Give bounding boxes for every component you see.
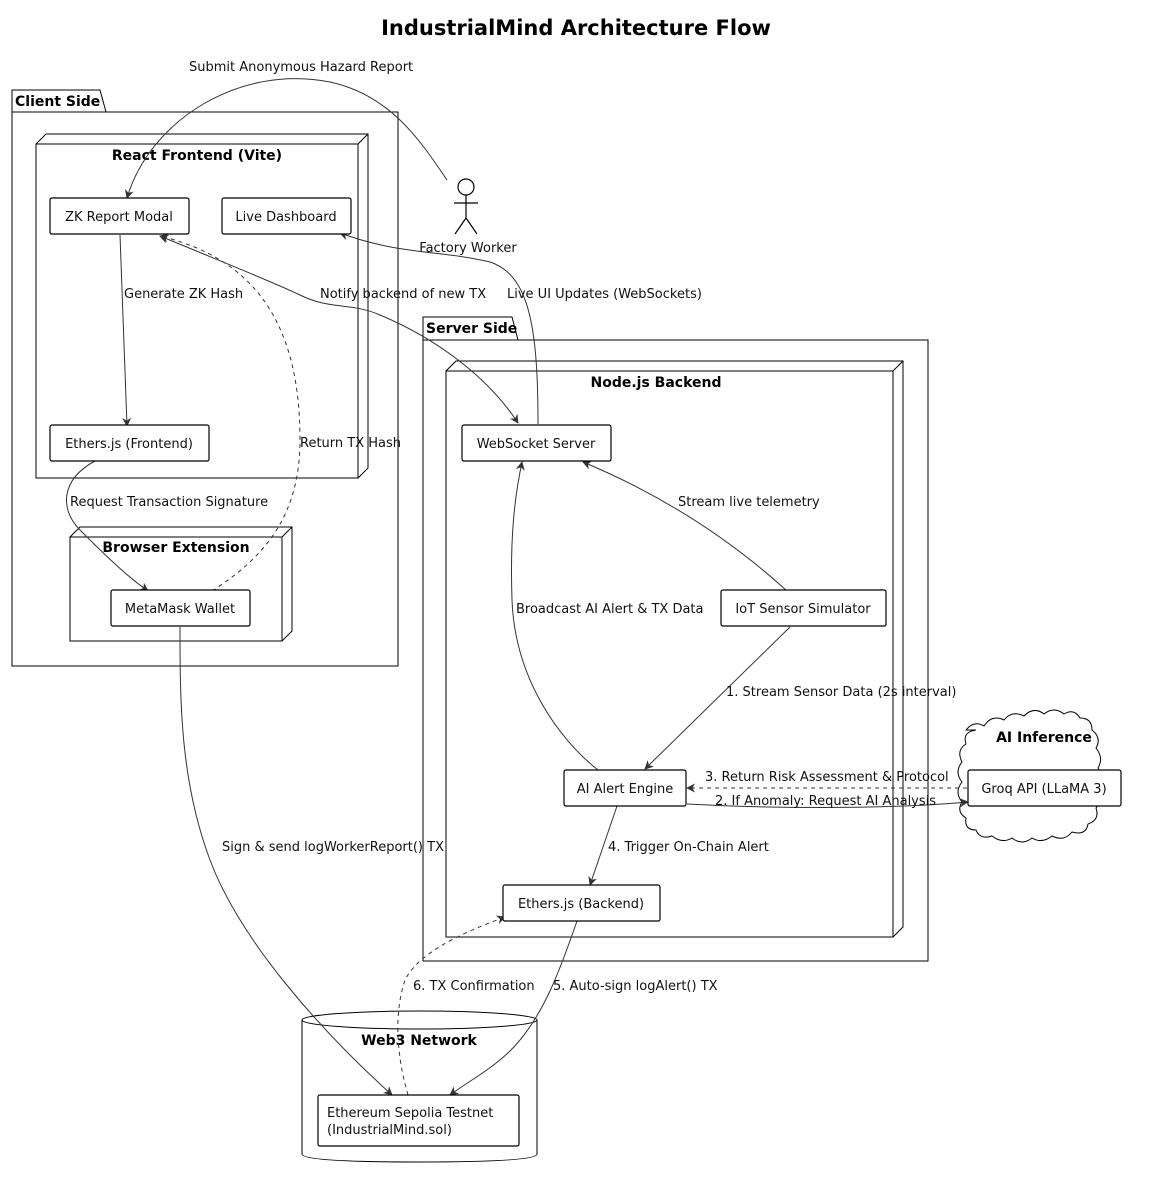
label-auto-sign: 5. Auto-sign logAlert() TX — [553, 979, 718, 994]
zk-report-modal-label: ZK Report Modal — [65, 210, 173, 225]
label-submit-report: Submit Anonymous Hazard Report — [189, 60, 413, 75]
component-live-dashboard: Live Dashboard — [221, 197, 352, 235]
edge-sign-send — [179, 626, 393, 1096]
label-trigger-alert: 4. Trigger On-Chain Alert — [608, 840, 769, 855]
label-return-tx: Return TX Hash — [300, 436, 401, 451]
edge-request-sig — [66, 460, 149, 592]
component-ethers-frontend: Ethers.js (Frontend) — [49, 424, 210, 462]
edge-tx-confirm — [397, 915, 506, 1096]
label-tx-confirm: 6. TX Confirmation — [413, 979, 535, 994]
edge-broadcast — [510, 461, 599, 771]
websocket-server-label: WebSocket Server — [477, 437, 596, 452]
label-stream-telemetry: Stream live telemetry — [678, 495, 820, 510]
react-frontend-label: React Frontend (Vite) — [112, 148, 282, 164]
edges — [66, 78, 969, 1096]
label-notify-backend: Notify backend of new TX — [320, 287, 486, 302]
iot-sensor-simulator-label: IoT Sensor Simulator — [735, 602, 871, 617]
component-iot-sensor-simulator: IoT Sensor Simulator — [720, 589, 887, 627]
ethers-backend-label: Ethers.js (Backend) — [518, 897, 644, 912]
label-generate-zk: Generate ZK Hash — [124, 287, 243, 302]
web3-network-label: Web3 Network — [361, 1033, 477, 1049]
label-sign-send: Sign & send logWorkerReport() TX — [222, 840, 444, 855]
browser-extension-label: Browser Extension — [102, 540, 249, 556]
label-return-risk: 3. Return Risk Assessment & Protocol — [705, 770, 949, 785]
factory-worker-actor: Factory Worker — [419, 178, 517, 256]
component-groq-api: Groq API (LLaMA 3) — [967, 769, 1122, 807]
edge-trigger-alert — [588, 805, 618, 886]
edge-generate-zk — [119, 234, 132, 427]
ai-alert-engine-label: AI Alert Engine — [577, 782, 674, 797]
edge-request-ai — [686, 798, 969, 808]
factory-worker-label: Factory Worker — [419, 241, 517, 256]
edge-notify-backend — [159, 234, 519, 424]
component-ethers-backend: Ethers.js (Backend) — [502, 884, 661, 922]
sepolia-label-line2: (IndustrialMind.sol) — [327, 1123, 452, 1138]
sepolia-label-line1: Ethereum Sepolia Testnet — [327, 1106, 493, 1121]
component-metamask-wallet: MetaMask Wallet — [110, 589, 251, 627]
label-broadcast: Broadcast AI Alert & TX Data — [516, 602, 704, 617]
label-request-ai: 2. If Anomaly: Request AI Analysis — [715, 794, 936, 809]
component-ethereum-sepolia: Ethereum Sepolia Testnet (IndustrialMind… — [317, 1094, 520, 1147]
edge-labels: Submit Anonymous Hazard Report Generate … — [70, 60, 956, 994]
edge-auto-sign — [449, 920, 578, 1096]
label-request-sig: Request Transaction Signature — [70, 495, 268, 510]
component-ai-alert-engine: AI Alert Engine — [563, 769, 687, 807]
edge-submit-report — [124, 78, 448, 199]
ai-inference-label: AI Inference — [996, 730, 1092, 746]
groq-api-label: Groq API (LLaMA 3) — [981, 782, 1106, 797]
ethers-frontend-label: Ethers.js (Frontend) — [65, 437, 193, 452]
client-side-label: Client Side — [15, 94, 100, 110]
edge-stream-telemetry — [582, 460, 788, 592]
edge-return-tx — [159, 233, 301, 592]
edge-live-ui — [339, 231, 539, 425]
component-zk-report-modal: ZK Report Modal — [49, 197, 190, 235]
label-live-ui: Live UI Updates (WebSockets) — [507, 287, 702, 302]
component-websocket-server: WebSocket Server — [461, 424, 612, 462]
nodejs-backend-label: Node.js Backend — [590, 375, 721, 391]
metamask-wallet-label: MetaMask Wallet — [125, 602, 235, 617]
server-side-label: Server Side — [426, 321, 517, 337]
edge-stream-sensor — [644, 626, 791, 770]
label-stream-sensor: 1. Stream Sensor Data (2s interval) — [726, 685, 956, 700]
diagram-title: IndustrialMind Architecture Flow — [381, 16, 771, 40]
live-dashboard-label: Live Dashboard — [235, 210, 336, 225]
